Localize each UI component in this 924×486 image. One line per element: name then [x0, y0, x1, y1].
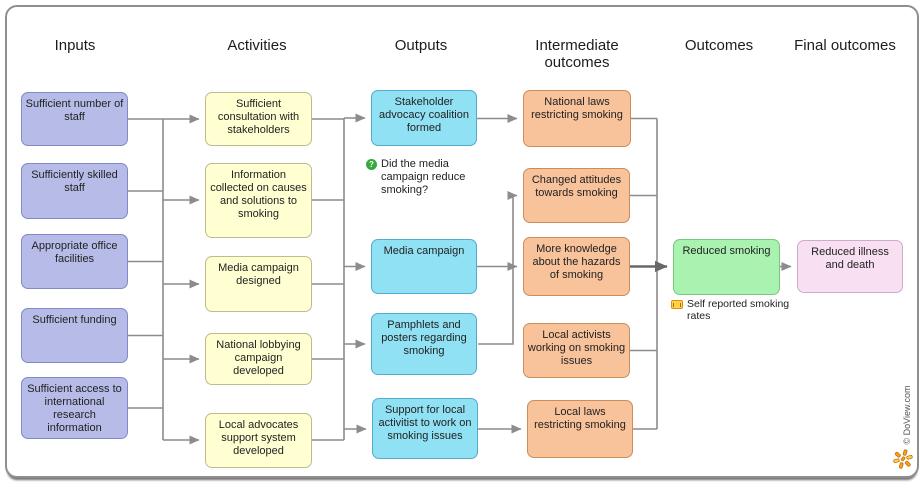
box-national-lobbying-campaign[interactable]: National lobbying campaign developed: [205, 333, 312, 385]
box-changed-attitudes[interactable]: Changed attitudes towards smoking: [523, 168, 630, 223]
measure-icon[interactable]: [671, 300, 683, 309]
box-national-laws-restricting-smoking[interactable]: National laws restricting smoking: [523, 90, 631, 147]
column-header-inputs: Inputs: [54, 37, 96, 54]
column-header-outcomes: Outcomes: [684, 37, 754, 54]
box-appropriate-office-facilities[interactable]: Appropriate office facilities: [21, 234, 128, 289]
doview-flower-logo: [893, 449, 913, 469]
box-sufficient-consultation[interactable]: Sufficient consultation with stakeholder…: [205, 92, 312, 146]
question-annotation[interactable]: Did the media campaign reduce smoking?: [381, 158, 466, 196]
box-sufficient-number-of-staff[interactable]: Sufficient number of staff: [21, 92, 128, 146]
column-header-activities: Activities: [227, 37, 287, 54]
box-media-campaign-designed[interactable]: Media campaign designed: [205, 256, 312, 312]
box-local-activists-working[interactable]: Local activists working on smoking issue…: [523, 323, 630, 378]
box-reduced-illness-and-death[interactable]: Reduced illness and death: [797, 240, 903, 293]
column-header-final-outcomes: Final outcomes: [794, 37, 896, 54]
column-header-intermediate-outcomes: Intermediate outcomes: [535, 37, 619, 71]
box-sufficiently-skilled-staff[interactable]: Sufficiently skilled staff: [21, 163, 128, 219]
box-support-local-activist[interactable]: Support for local activitist to work on …: [372, 398, 478, 459]
box-more-knowledge-hazards[interactable]: More knowledge about the hazards of smok…: [523, 237, 630, 296]
box-local-laws-restricting-smoking[interactable]: Local laws restricting smoking: [527, 400, 633, 458]
box-local-advocates-support-system[interactable]: Local advocates support system developed: [205, 413, 312, 468]
box-information-collected[interactable]: Information collected on causes and solu…: [205, 163, 312, 238]
box-stakeholder-advocacy-coalition[interactable]: Stakeholder advocacy coalition formed: [371, 90, 477, 146]
box-sufficient-funding[interactable]: Sufficient funding: [21, 308, 128, 363]
doview-copyright: © DoView.com: [902, 385, 912, 445]
box-sufficient-access-research[interactable]: Sufficient access to international resea…: [21, 377, 128, 439]
column-header-outputs: Outputs: [394, 37, 448, 54]
box-reduced-smoking[interactable]: Reduced smoking: [673, 239, 780, 295]
box-pamphlets-and-posters[interactable]: Pamphlets and posters regarding smoking: [371, 313, 477, 375]
box-media-campaign[interactable]: Media campaign: [371, 239, 477, 294]
measure-annotation[interactable]: Self reported smoking rates: [687, 298, 790, 322]
question-icon[interactable]: ?: [366, 159, 377, 170]
